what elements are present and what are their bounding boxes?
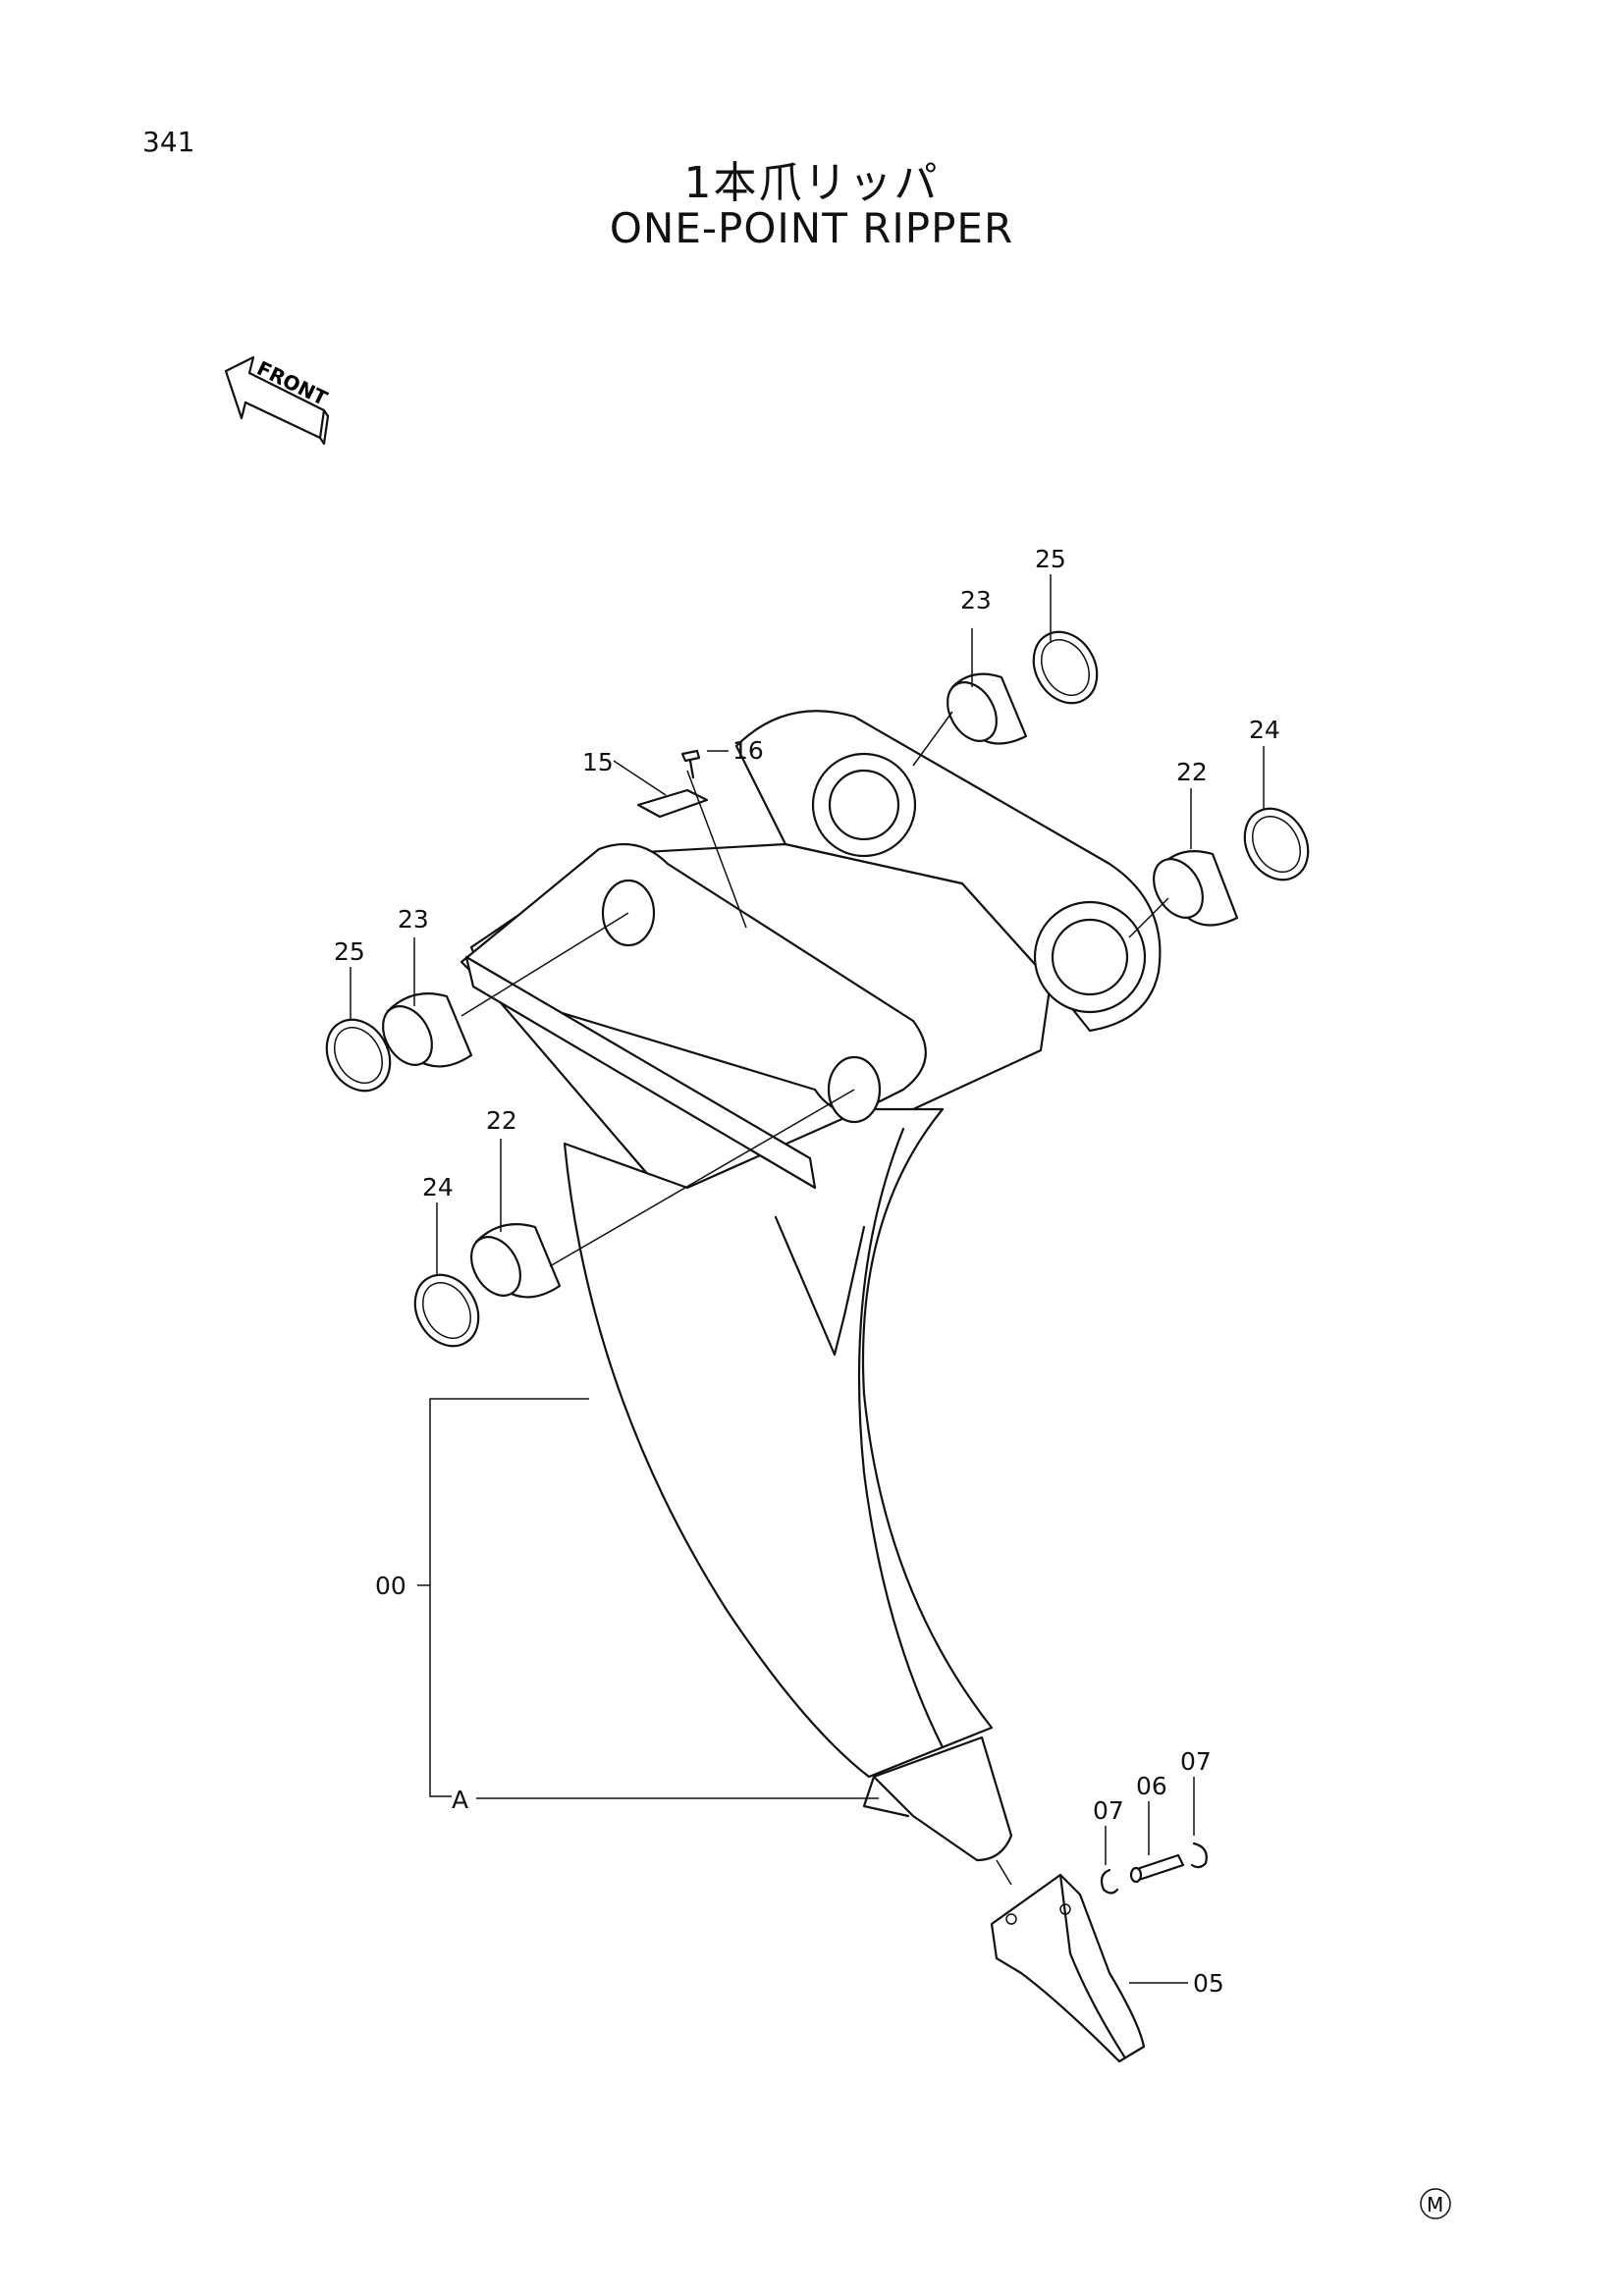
label-07-b: 07 [1180,1747,1212,1776]
label-06: 06 [1136,1772,1167,1800]
shim-24-right [1243,807,1310,881]
label-05: 05 [1193,1969,1224,1998]
bushing-23-left [382,992,473,1068]
page-number: 341 [142,126,195,158]
title-japanese: 1本爪リッパ [683,158,940,208]
shim-25-top [1032,630,1099,705]
label-23-left: 23 [398,905,429,934]
axis-lines [460,711,1169,1267]
label-25-top: 25 [1035,545,1066,573]
label-23-top: 23 [960,586,992,614]
label-25-left: 25 [334,937,365,966]
ripper-shank [460,710,1162,1862]
label-24-left: 24 [422,1173,454,1201]
corner-mark-letter: M [1427,2193,1443,2216]
label-00: 00 [375,1572,406,1600]
shim-24-left [413,1273,480,1348]
bushing-22-left [470,1223,562,1299]
label-15: 15 [582,748,614,776]
shim-25-left [325,1018,392,1093]
label-A: A [452,1786,468,1814]
corner-mark-icon: M [1420,2188,1451,2219]
label-16: 16 [732,736,764,765]
leader-lines [350,574,1265,1984]
name-plate-15 [636,770,747,929]
label-07-a: 07 [1093,1796,1124,1825]
ring-07-right [1190,1842,1208,1869]
bushing-22-right [1153,850,1239,927]
part-labels: 25 23 16 15 24 22 23 25 22 24 00 A 07 06… [334,545,1280,1998]
label-22-right: 22 [1176,758,1208,786]
front-arrow-icon: FRONT [224,356,332,446]
label-22-left: 22 [486,1106,517,1135]
title-english: ONE-POINT RIPPER [609,204,1014,252]
screw-16 [680,749,701,779]
bushing-23-top [947,672,1028,745]
ring-07-left [1100,1868,1119,1895]
tooth-05 [990,1873,1146,2063]
pin-06 [1129,1853,1185,1884]
label-24-right: 24 [1249,716,1280,744]
assembly-bracket [417,1398,1012,1886]
